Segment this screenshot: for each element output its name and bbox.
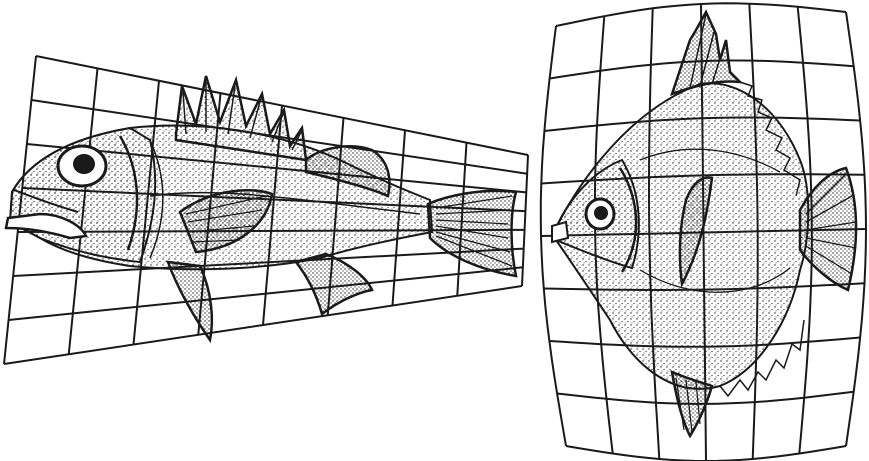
right-fish-panel — [541, 3, 866, 461]
left-fish-panel — [4, 56, 528, 364]
right-fish-dorsal-fin — [672, 12, 740, 94]
left-fish — [6, 76, 516, 340]
left-fish-pelvic-fin — [168, 262, 212, 340]
left-grid-horizontal-line — [4, 286, 522, 364]
left-grid-vertical-line — [522, 155, 528, 286]
right-fish-mouth — [552, 222, 568, 242]
left-fish-anal-fin — [296, 254, 372, 314]
left-grid-horizontal-line — [9, 267, 523, 320]
right-fish — [552, 12, 856, 436]
